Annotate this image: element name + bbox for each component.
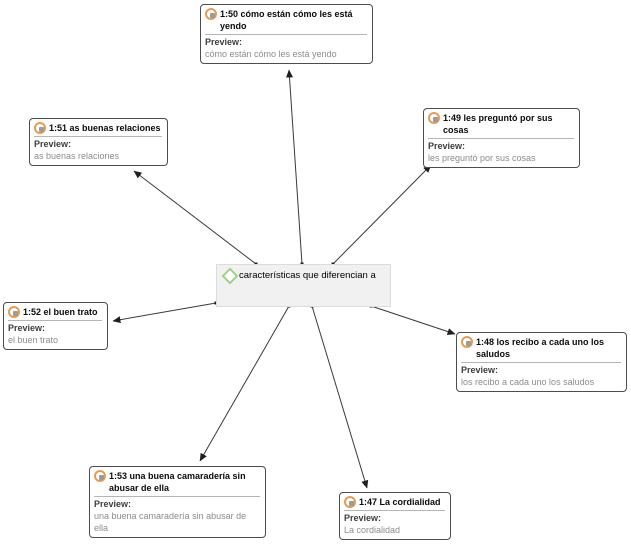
preview-label: Preview: [205, 37, 243, 47]
quotation-title: 1:47 La cordialidad [359, 497, 441, 507]
quote-bubble-glyph [39, 127, 44, 132]
code-diamond-icon [221, 267, 239, 285]
node-title-row: 1:49 les preguntó por sus cosas [428, 112, 574, 136]
quote-bubble-glyph [99, 475, 104, 480]
quote-bubble-icon [8, 306, 20, 318]
quote-bubble-icon [205, 8, 217, 20]
title-divider [428, 138, 574, 139]
quote-bubble-glyph [13, 311, 18, 316]
title-divider [34, 136, 162, 137]
quote-bubble-glyph [349, 501, 354, 506]
node-title-row: 1:52 el buen trato [8, 306, 102, 318]
quotation-node-1-47[interactable]: 1:47 La cordialidad Preview: La cordiali… [339, 492, 451, 540]
quotation-node-1-48[interactable]: 1:48 los recibo a cada uno los saludos P… [456, 332, 627, 392]
title-divider [205, 34, 367, 35]
quotation-title: 1:48 los recibo a cada uno los saludos [476, 337, 605, 359]
quotation-node-1-51[interactable]: 1:51 as buenas relaciones Preview: as bu… [29, 118, 168, 166]
preview-text: cómo están cómo les está yendo [205, 49, 337, 59]
node-title-row: 1:47 La cordialidad [344, 496, 445, 508]
preview-text: una buena camaradería sin abusar de ella [94, 511, 247, 533]
preview-text: as buenas relaciones [34, 151, 120, 161]
preview-label: Preview: [428, 141, 466, 151]
link-arrows [112, 69, 456, 489]
title-divider [461, 362, 621, 363]
node-title-row: 1:48 los recibo a cada uno los saludos [461, 336, 621, 360]
preview-label: Preview: [461, 365, 499, 375]
code-node-label: características que diferencian a [239, 270, 376, 281]
title-divider [94, 496, 260, 497]
preview-text: los recibo a cada uno los saludos [461, 377, 595, 387]
preview-text: La cordialidad [344, 525, 401, 535]
quotation-node-1-49[interactable]: 1:49 les preguntó por sus cosas Preview:… [423, 108, 580, 168]
quote-bubble-glyph [210, 13, 215, 18]
quote-bubble-icon [428, 112, 440, 124]
title-divider [8, 320, 102, 321]
quotation-title: 1:53 una buena camaradería sin abusar de… [109, 471, 246, 493]
quotation-node-1-53[interactable]: 1:53 una buena camaradería sin abusar de… [89, 466, 266, 538]
preview-label: Preview: [344, 513, 382, 523]
preview-label: Preview: [34, 139, 72, 149]
preview-label: Preview: [8, 323, 46, 333]
quotation-node-1-50[interactable]: 1:50 cómo están cómo les está yendo Prev… [200, 4, 373, 64]
node-title-row: 1:51 as buenas relaciones [34, 122, 162, 134]
preview-label: Preview: [94, 499, 132, 509]
quote-bubble-icon [461, 336, 473, 348]
quote-bubble-icon [34, 122, 46, 134]
code-node-caracteristicas[interactable]: características que diferencian a [216, 264, 391, 307]
quotation-title: 1:49 les preguntó por sus cosas [443, 113, 553, 135]
node-title-row: 1:53 una buena camaradería sin abusar de… [94, 470, 260, 494]
node-title-row: 1:50 cómo están cómo les está yendo [205, 8, 367, 32]
quotation-title: 1:52 el buen trato [23, 307, 98, 317]
preview-text: el buen trato [8, 335, 59, 345]
quote-bubble-icon [344, 496, 356, 508]
quote-bubble-glyph [466, 341, 471, 346]
quotation-node-1-52[interactable]: 1:52 el buen trato Preview: el buen trat… [3, 302, 108, 350]
preview-text: les preguntó por sus cosas [428, 153, 536, 163]
quote-bubble-icon [94, 470, 106, 482]
quote-bubble-glyph [433, 117, 438, 122]
quotation-title: 1:50 cómo están cómo les está yendo [220, 9, 353, 31]
title-divider [344, 510, 445, 511]
quotation-title: 1:51 as buenas relaciones [49, 123, 161, 133]
